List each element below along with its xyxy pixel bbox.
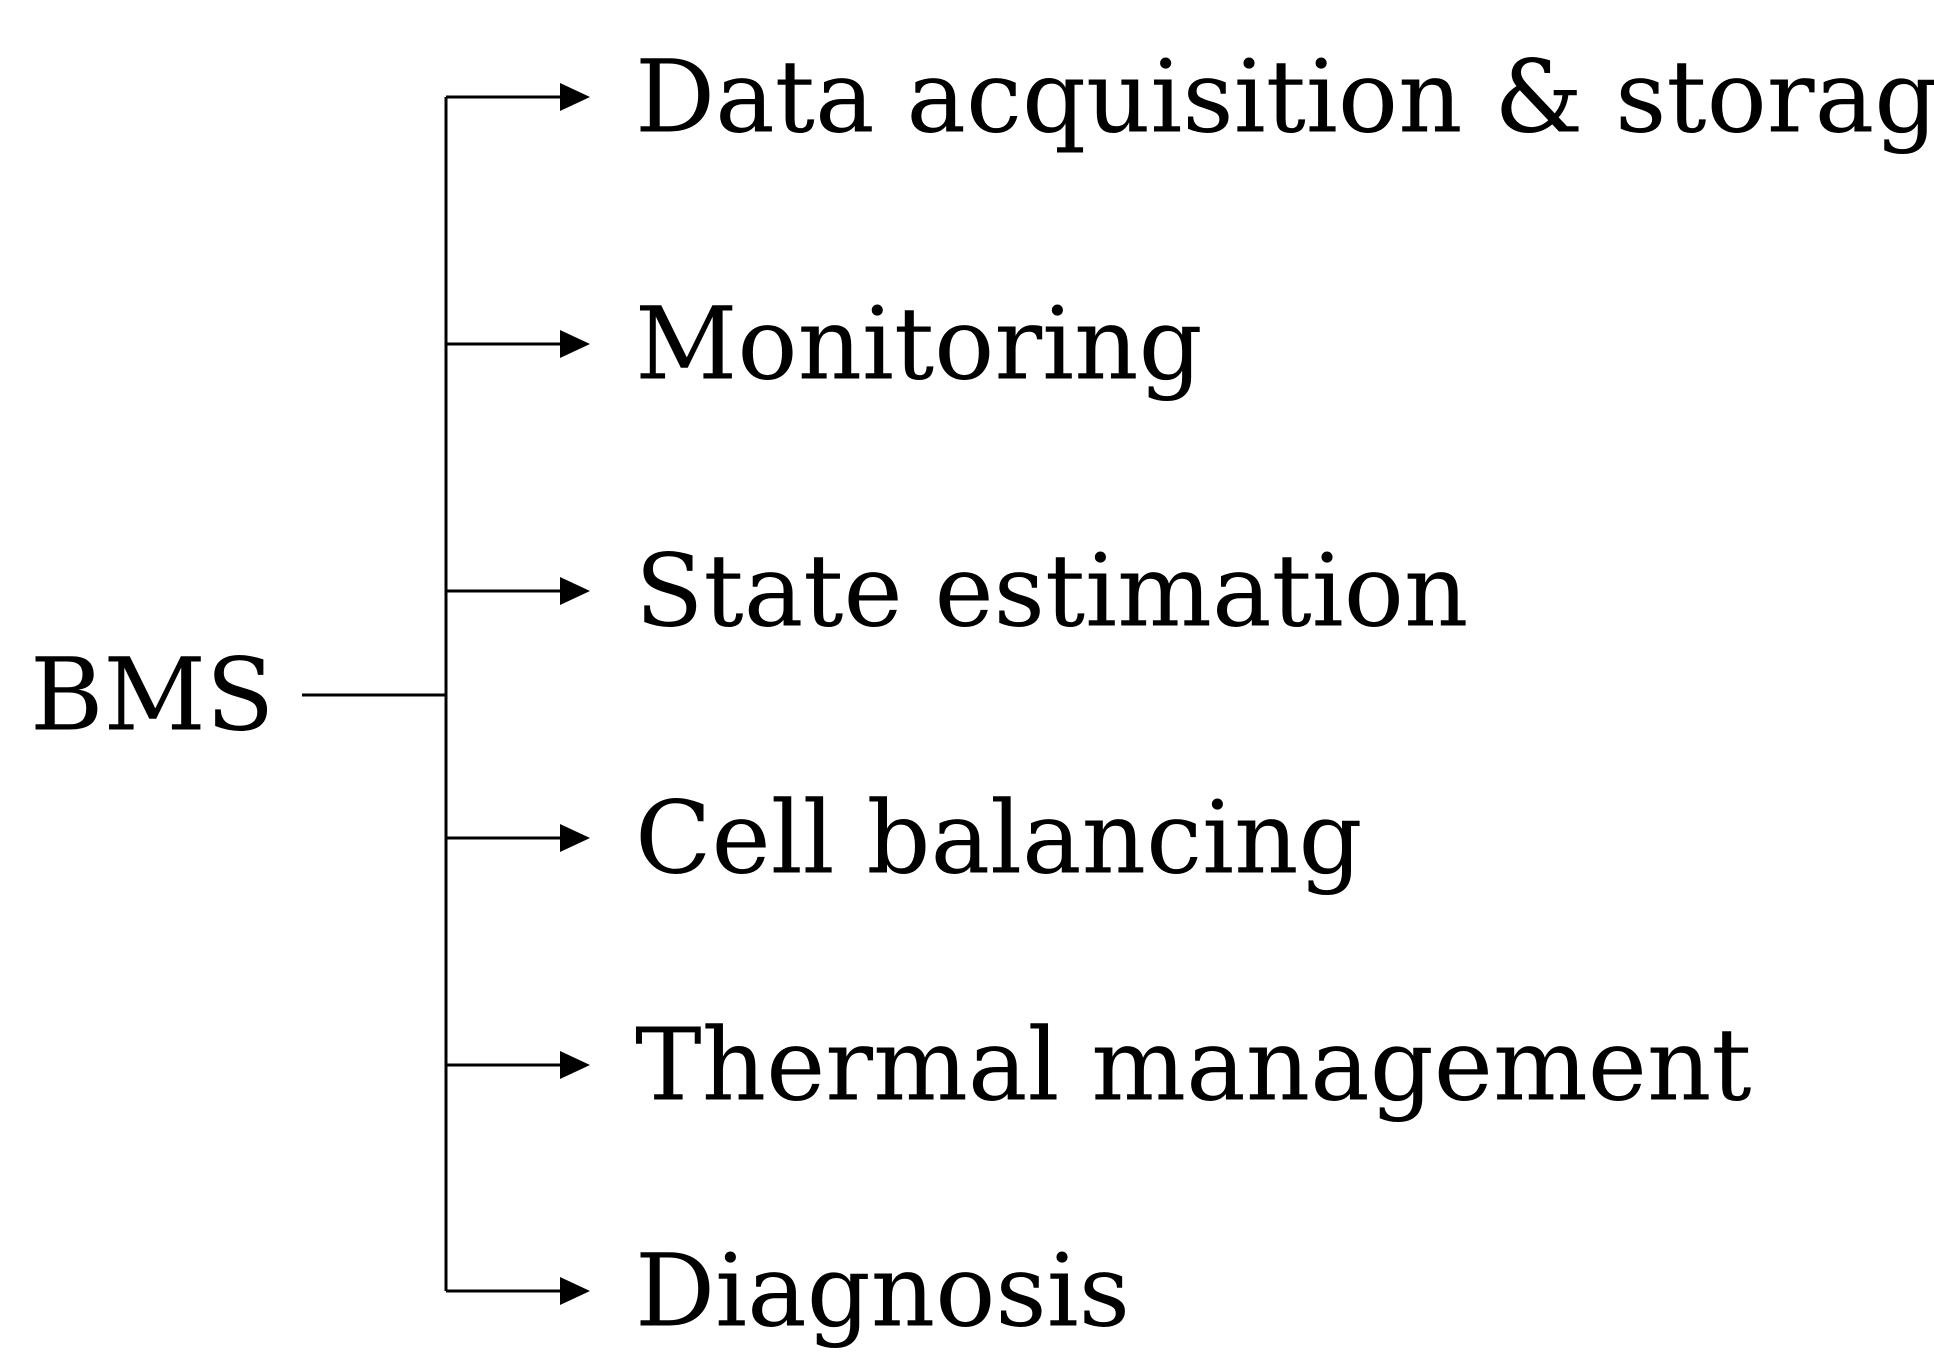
branch-item: Thermal management xyxy=(446,1007,1752,1124)
branch-group: Data acquisition & storageMonitoringStat… xyxy=(446,39,1934,1350)
branch-item: Diagnosis xyxy=(446,1233,1130,1350)
branch-item: Monitoring xyxy=(446,286,1203,403)
arrow-right-icon xyxy=(560,1277,590,1305)
arrow-right-icon xyxy=(560,330,590,358)
branch-item: Cell balancing xyxy=(446,780,1363,897)
branch-label: Thermal management xyxy=(635,1007,1752,1124)
branch-label: Diagnosis xyxy=(635,1233,1130,1350)
branch-label: Data acquisition & storage xyxy=(635,39,1934,156)
branch-label: State estimation xyxy=(635,533,1468,650)
arrow-right-icon xyxy=(560,577,590,605)
arrow-right-icon xyxy=(560,1051,590,1079)
branch-item: Data acquisition & storage xyxy=(446,39,1934,156)
branch-label: Monitoring xyxy=(635,286,1203,403)
branch-item: State estimation xyxy=(446,533,1468,650)
branch-label: Cell balancing xyxy=(635,780,1363,897)
arrow-right-icon xyxy=(560,83,590,111)
root-label: BMS xyxy=(30,637,274,754)
arrow-right-icon xyxy=(560,824,590,852)
